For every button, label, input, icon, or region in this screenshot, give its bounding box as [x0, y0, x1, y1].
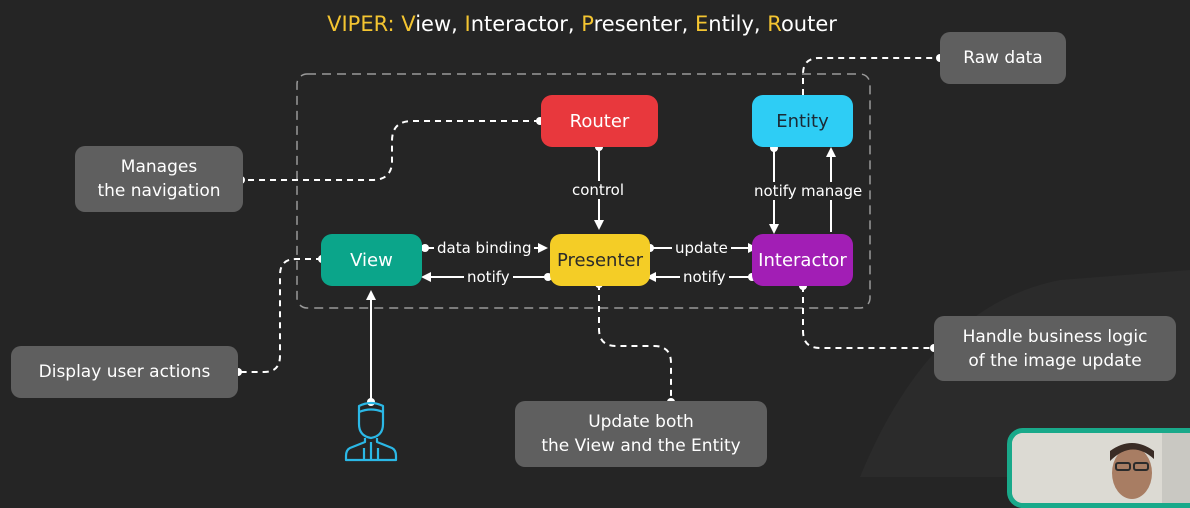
module-boundary: [296, 73, 871, 309]
note-business-logic: Handle business logic of the image updat…: [934, 316, 1176, 381]
note-user-actions: Display user actions: [11, 346, 238, 398]
presenter-photo: [1012, 433, 1190, 503]
edge-user-to-view: [366, 290, 376, 406]
label-notify-presenter: notify: [680, 268, 729, 286]
label-manage: manage: [798, 182, 866, 200]
user-icon: [344, 401, 398, 462]
diagram-title: VIPER: View, Interactor, Presenter, Enti…: [327, 12, 837, 36]
note-raw-data: Raw data: [940, 32, 1066, 84]
note-update-both: Update both the View and the Entity: [515, 401, 767, 467]
callout-raw-data: [802, 57, 940, 95]
label-notify-interactor: notify: [751, 182, 800, 200]
callout-business-logic: [802, 286, 934, 349]
label-notify-view: notify: [464, 268, 513, 286]
node-presenter: Presenter: [550, 234, 650, 286]
label-control: control: [569, 181, 627, 199]
webcam-overlay: [1007, 428, 1190, 508]
node-interactor: Interactor: [752, 234, 853, 286]
note-navigation: Manages the navigation: [75, 146, 243, 212]
node-router: Router: [541, 95, 658, 147]
label-update: update: [672, 239, 731, 257]
label-data-binding: data binding: [434, 239, 535, 257]
callout-user-actions: [238, 258, 322, 373]
node-view: View: [321, 234, 422, 286]
callout-navigation: [241, 120, 540, 181]
callout-update-both: [598, 284, 672, 402]
node-entity: Entity: [752, 95, 853, 147]
